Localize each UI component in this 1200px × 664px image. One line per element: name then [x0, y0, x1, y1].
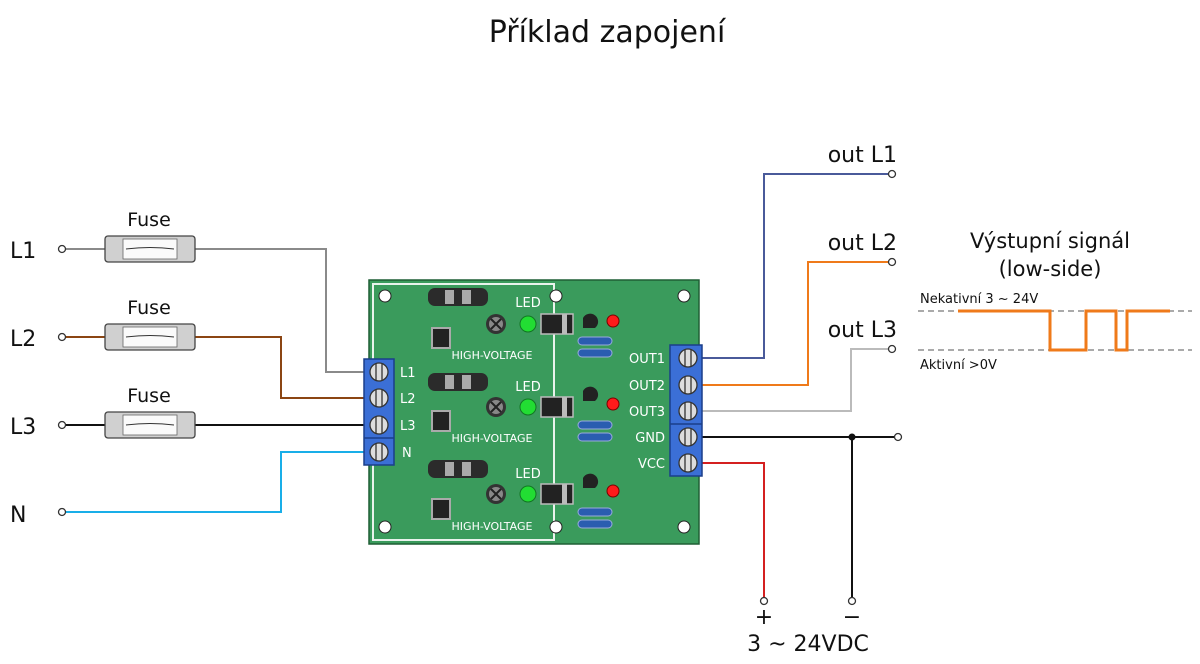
channel-3: LED HIGH-VOLTAGE: [428, 460, 620, 533]
led-label: LED: [515, 380, 540, 395]
input-label-l1: L1: [10, 239, 36, 264]
fuse-label: Fuse: [127, 209, 171, 231]
fuse-2: Fuse: [104, 297, 196, 351]
terminal-block-left: L1 L2 L3 N: [363, 358, 416, 466]
output-wires: [702, 169, 903, 606]
terminal-dot-l1: [57, 244, 67, 254]
terminal-label-l2: L2: [400, 392, 416, 407]
led-red: [606, 314, 620, 328]
output-label-out1: out L1: [828, 143, 897, 168]
terminal-dot-l2: [57, 332, 67, 342]
input-label-n: N: [10, 503, 26, 528]
wire-vcc: [702, 462, 765, 600]
power-voltage-label: 3 ~ 24VDC: [747, 632, 869, 657]
terminal-dot-l3: [57, 420, 67, 430]
wire-out3: [702, 348, 890, 412]
screw-terminal: [678, 401, 698, 421]
input-label-l3: L3: [10, 415, 36, 440]
screw-terminal: [678, 375, 698, 395]
screw-terminal: [678, 453, 698, 473]
channel-1: LED HIGH-VOLTAGE: [428, 288, 620, 362]
channel-2: LED HIGH-VOLTAGE: [428, 373, 620, 445]
fuse-label: Fuse: [127, 385, 171, 407]
terminal-label-out3: OUT3: [629, 405, 665, 420]
terminal-label-l1: L1: [400, 366, 416, 381]
wire-out2: [702, 261, 890, 386]
input-label-l2: L2: [10, 327, 36, 352]
terminal-dot-out2: [887, 257, 897, 267]
terminal-dot-out1: [887, 169, 897, 179]
signal-title-line2: (low-side): [999, 257, 1102, 281]
terminal-dot-n: [57, 507, 67, 517]
junction-dot: [848, 433, 856, 441]
mounting-hole: [677, 289, 691, 303]
fuse-1: Fuse: [104, 209, 196, 263]
terminal-dot-vcc-plus: [759, 596, 769, 606]
signal-active-label: Aktivní >0V: [920, 358, 997, 373]
screw-terminal: [369, 442, 389, 462]
led-green: [519, 398, 537, 416]
led-green: [519, 485, 537, 503]
led-red: [606, 397, 620, 411]
led-label: LED: [515, 296, 540, 311]
screw-terminal: [678, 427, 698, 447]
screw-terminal: [678, 348, 698, 368]
mounting-hole: [549, 520, 563, 534]
terminal-dot-out3: [887, 344, 897, 354]
signal-waveform: [958, 309, 1170, 352]
signal-diagram: Výstupní signál (low-side) Nekativní 3 ~…: [918, 229, 1192, 373]
fuse-3: Fuse: [104, 385, 196, 439]
terminal-label-l3: L3: [400, 419, 416, 434]
led-label: LED: [515, 467, 540, 482]
mounting-hole: [378, 520, 392, 534]
screw-terminal: [369, 362, 389, 382]
hv-label: HIGH-VOLTAGE: [452, 349, 533, 362]
led-green: [519, 315, 537, 333]
wire-l1-fused: [193, 248, 364, 373]
terminal-dot-gnd: [893, 432, 903, 442]
terminal-label-n: N: [402, 446, 412, 461]
wire-out1: [702, 173, 890, 359]
terminal-label-out2: OUT2: [629, 379, 665, 394]
power-plus-label: +: [755, 605, 773, 630]
output-label-out2: out L2: [828, 231, 897, 256]
mounting-hole: [378, 289, 392, 303]
signal-inactive-label: Nekativní 3 ~ 24V: [920, 292, 1038, 307]
terminal-label-out1: OUT1: [629, 352, 665, 367]
hv-label: HIGH-VOLTAGE: [452, 432, 533, 445]
terminal-label-vcc: VCC: [638, 457, 665, 472]
wire-l2-fused: [193, 336, 364, 399]
screw-terminal: [369, 415, 389, 435]
fuse-label: Fuse: [127, 297, 171, 319]
page-title: Příklad zapojení: [489, 15, 727, 50]
hv-label: HIGH-VOLTAGE: [452, 520, 533, 533]
wire-n: [62, 451, 364, 513]
power-minus-label: −: [843, 605, 861, 630]
input-wires: [57, 244, 364, 517]
terminal-dot-gnd-minus: [847, 596, 857, 606]
terminal-block-right: OUT1 OUT2 OUT3 GND VCC: [629, 344, 703, 477]
led-red: [606, 484, 620, 498]
output-label-out3: out L3: [828, 318, 897, 343]
signal-title-line1: Výstupní signál: [970, 229, 1130, 253]
pcb-board: LED HIGH-VOLTAGE LED: [363, 279, 703, 545]
mounting-hole: [677, 520, 691, 534]
terminal-label-gnd: GND: [635, 431, 665, 446]
screw-terminal: [369, 388, 389, 408]
mounting-hole: [549, 289, 563, 303]
